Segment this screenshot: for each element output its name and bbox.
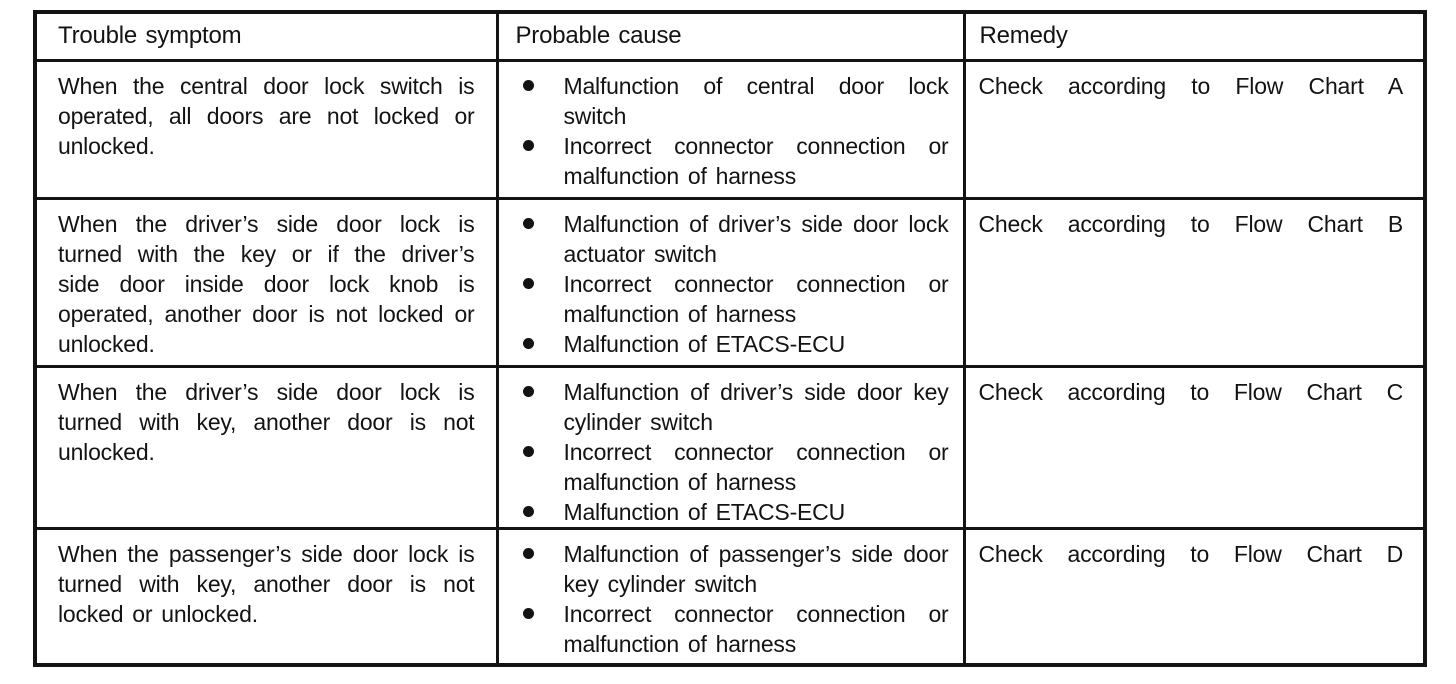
remedy-text: Check according to Flow Chart C — [978, 378, 1404, 405]
bullet-icon — [522, 547, 534, 559]
cause-item: Malfunction of driver’s side door key cy… — [499, 377, 949, 437]
column-header-remedy: Remedy — [962, 10, 1427, 62]
remedy-cell: Check according to Flow Chart D — [962, 526, 1427, 667]
cause-item: Incorrect connector connection or malfun… — [499, 269, 949, 329]
cause-item: Malfunction of passenger’s side door key… — [499, 539, 949, 599]
bullet-icon — [522, 79, 534, 91]
bullet-icon — [522, 337, 534, 349]
cause-list: Malfunction of driver’s side door key cy… — [499, 377, 949, 527]
bullet-icon — [522, 505, 534, 517]
cause-item: Malfunction of ETACS-ECU — [499, 329, 949, 359]
cause-cell: Malfunction of driver’s side door lock a… — [495, 196, 966, 368]
cause-text: Incorrect connector connection or malfun… — [563, 132, 949, 189]
remedy-text: Check according to Flow Chart A — [978, 72, 1404, 99]
symptom-cell: When the driver’s side door lock is turn… — [33, 364, 499, 530]
cause-item: Malfunction of ETACS-ECU — [499, 497, 949, 527]
symptom-text: When the driver’s side door lock is turn… — [58, 210, 475, 357]
table-row: When the passenger’s side door lock is t… — [33, 526, 1427, 667]
cause-text: Incorrect connector connection or malfun… — [563, 270, 949, 327]
cause-text: Incorrect connector connection or malfun… — [563, 600, 949, 657]
cause-item: Incorrect connector connection or malfun… — [499, 437, 949, 497]
bullet-icon — [522, 277, 534, 289]
cause-cell: Malfunction of driver’s side door key cy… — [495, 364, 966, 530]
remedy-cell: Check according to Flow Chart C — [962, 364, 1427, 530]
header-row: Trouble symptom Probable cause Remedy — [33, 10, 1427, 62]
bullet-icon — [522, 607, 534, 619]
remedy-cell: Check according to Flow Chart B — [962, 196, 1427, 368]
bullet-icon — [522, 385, 534, 397]
table-row: When the central door lock switch is ope… — [33, 58, 1427, 200]
remedy-text: Check according to Flow Chart B — [978, 210, 1404, 237]
cause-text: Incorrect connector connection or malfun… — [563, 438, 949, 495]
symptom-text: When the central door lock switch is ope… — [58, 72, 475, 159]
symptom-cell: When the passenger’s side door lock is t… — [33, 526, 499, 667]
bullet-icon — [522, 139, 534, 151]
cause-text: Malfunction of passenger’s side door key… — [563, 540, 949, 597]
cause-text: Malfunction of central door lock switch — [563, 72, 949, 129]
symptom-cell: When the driver’s side door lock is turn… — [33, 196, 499, 368]
symptom-text: When the driver’s side door lock is turn… — [58, 378, 475, 465]
cause-text: Malfunction of ETACS-ECU — [563, 498, 846, 525]
remedy-cell: Check according to Flow Chart A — [962, 58, 1427, 200]
cause-cell: Malfunction of passenger’s side door key… — [495, 526, 966, 667]
symptom-cell: When the central door lock switch is ope… — [33, 58, 499, 200]
column-header-trouble-symptom: Trouble symptom — [33, 10, 499, 62]
cause-item: Malfunction of driver’s side door lock a… — [499, 209, 949, 269]
symptom-text: When the passenger’s side door lock is t… — [58, 540, 475, 627]
cause-text: Malfunction of driver’s side door key cy… — [563, 378, 949, 435]
cause-text: Malfunction of ETACS-ECU — [563, 330, 846, 357]
table-row: When the driver’s side door lock is turn… — [33, 364, 1427, 530]
table-row: When the driver’s side door lock is turn… — [33, 196, 1427, 368]
troubleshooting-table: Trouble symptom Probable cause Remedy Wh… — [33, 10, 1427, 667]
column-header-probable-cause: Probable cause — [495, 10, 966, 62]
bullet-icon — [522, 445, 534, 457]
cause-item: Incorrect connector connection or malfun… — [499, 599, 949, 659]
bullet-icon — [522, 217, 534, 229]
cause-list: Malfunction of driver’s side door lock a… — [499, 209, 949, 359]
cause-item: Malfunction of central door lock switch — [499, 71, 949, 131]
cause-item: Incorrect connector connection or malfun… — [499, 131, 949, 191]
cause-list: Malfunction of passenger’s side door key… — [499, 539, 949, 659]
cause-text: Malfunction of driver’s side door lock a… — [563, 210, 949, 267]
remedy-text: Check according to Flow Chart D — [978, 540, 1404, 567]
